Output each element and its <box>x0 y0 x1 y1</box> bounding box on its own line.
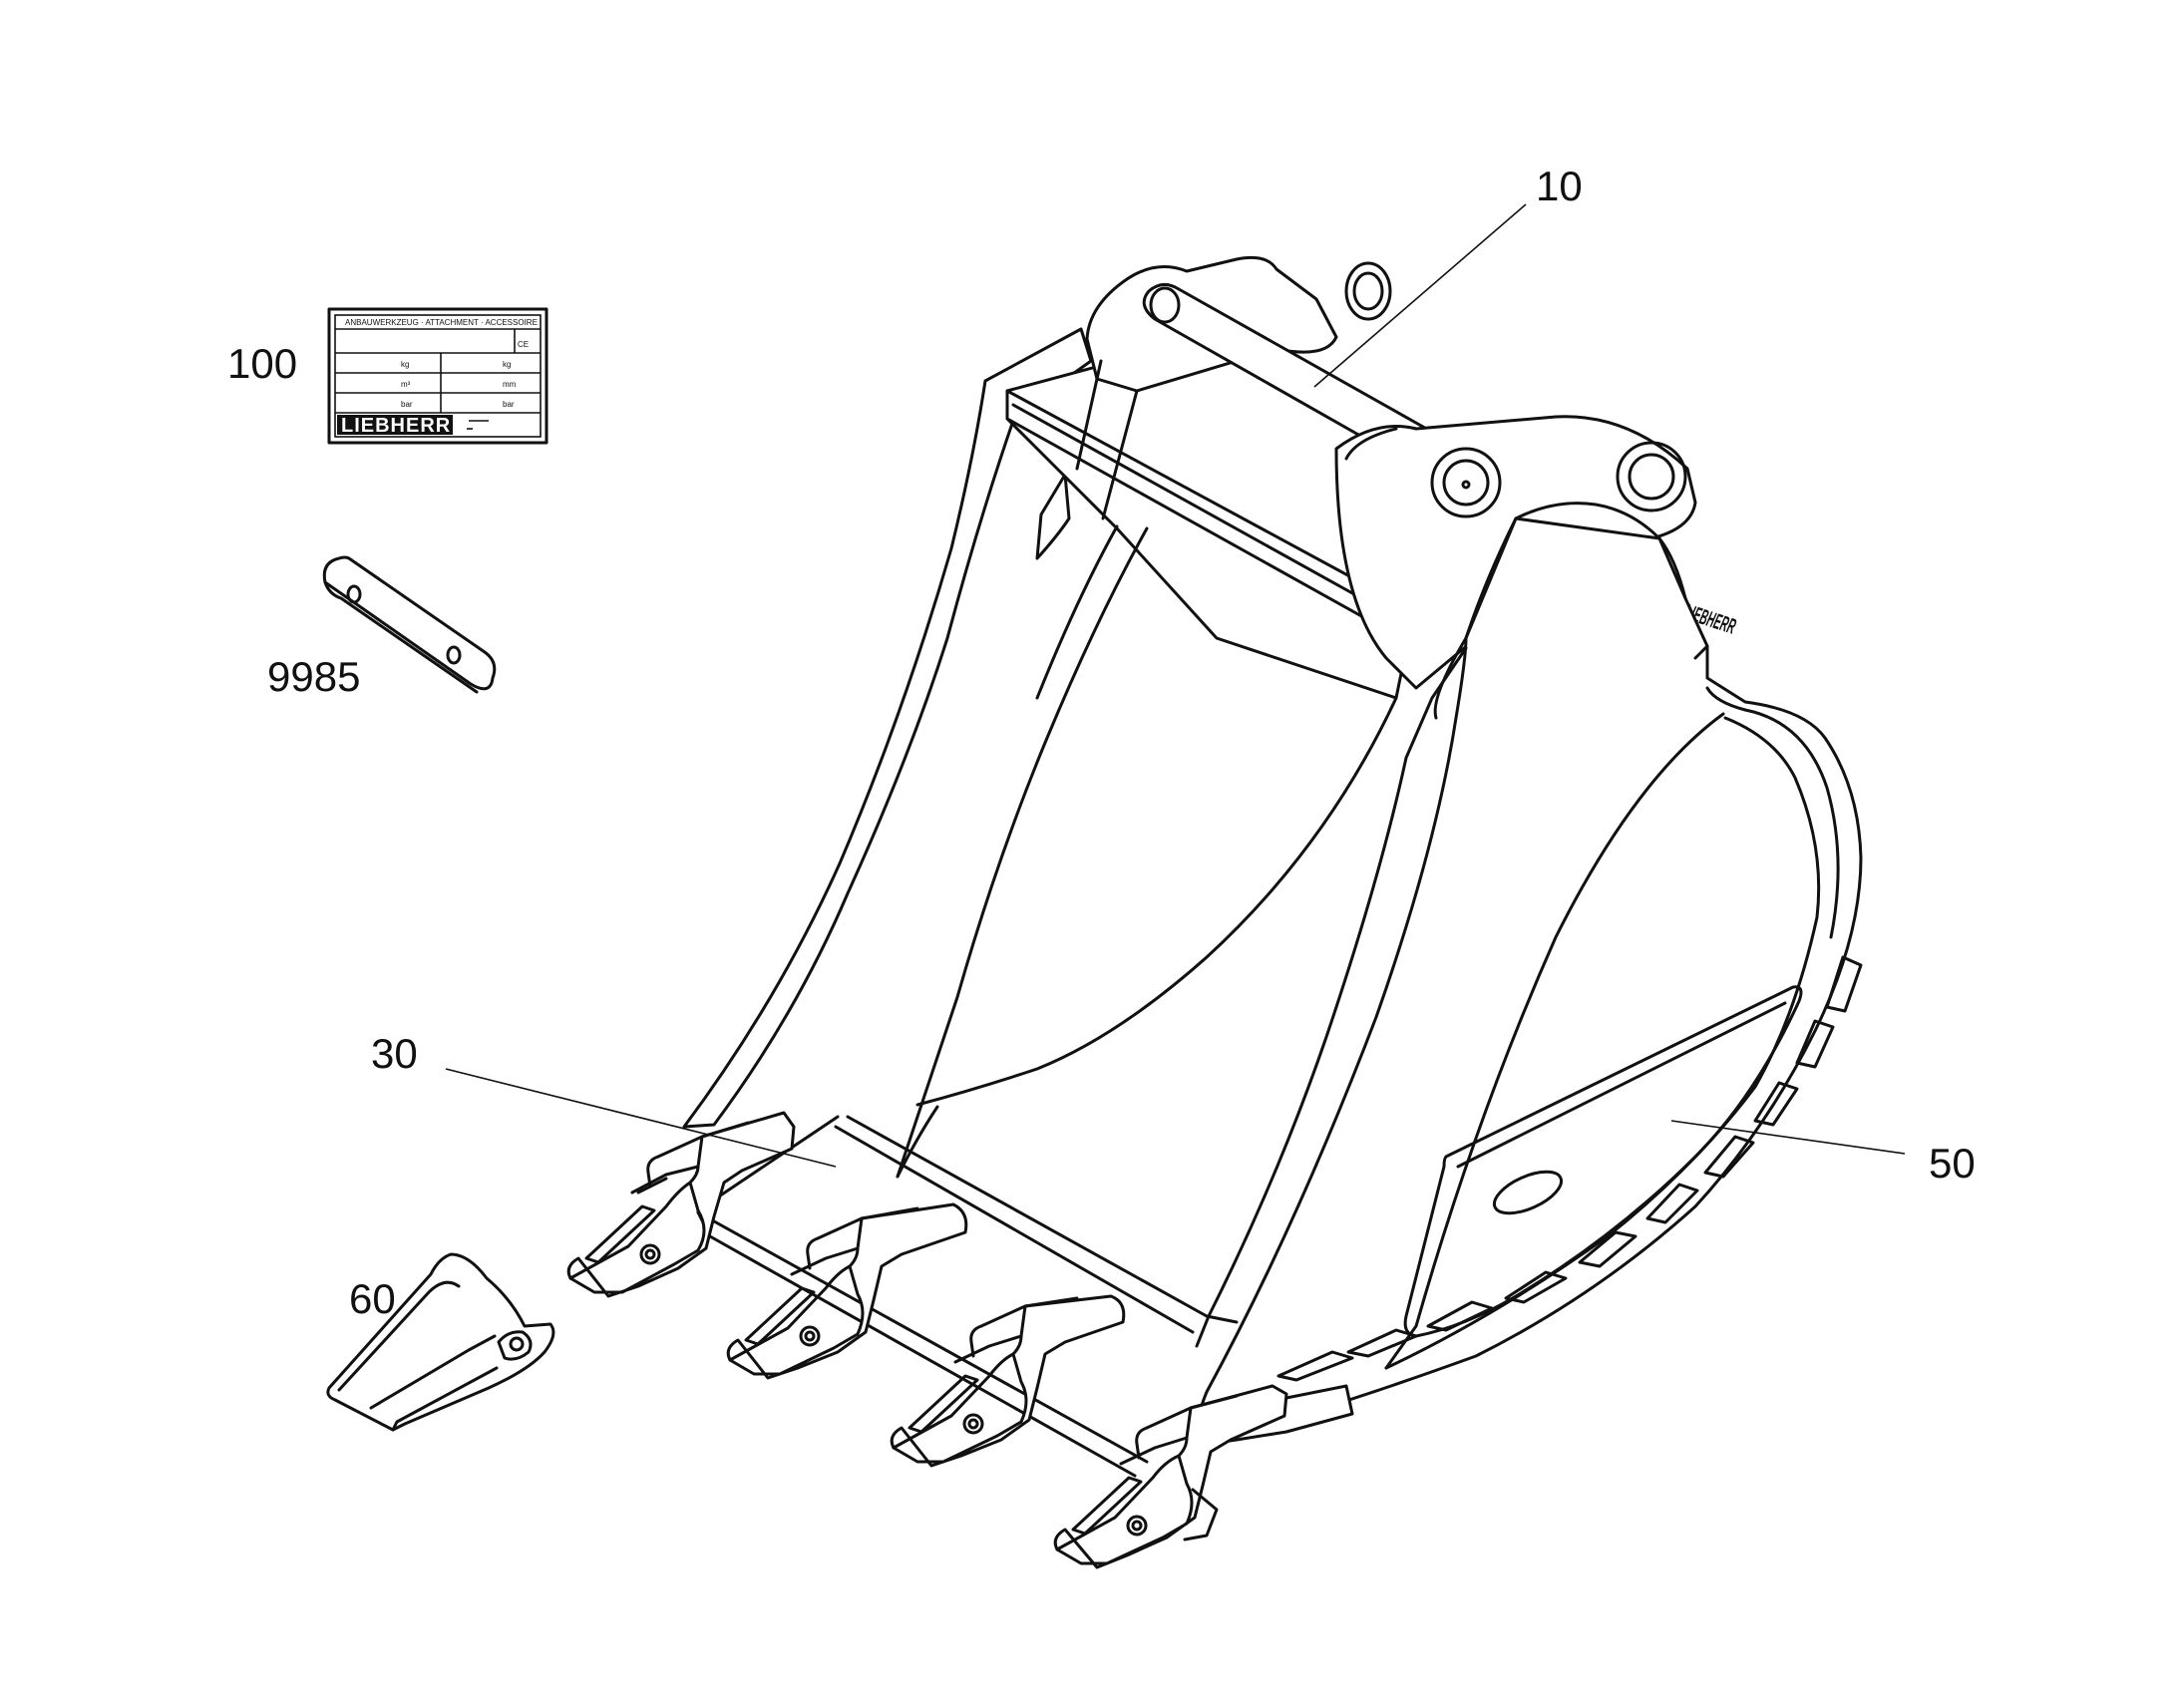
unit-kg-left: kg <box>401 360 409 369</box>
bucket: LIEBHERR <box>566 255 1863 1569</box>
callout-10: 10 <box>1536 163 1583 209</box>
callout-9985: 9985 <box>267 653 361 700</box>
tooth-3 <box>890 1294 1126 1468</box>
callout-100: 100 <box>227 340 298 387</box>
unit-kg-right: kg <box>503 360 511 369</box>
unit-bar-left: bar <box>401 400 413 409</box>
unit-bar-right: bar <box>503 400 515 409</box>
nameplate-header: ANBAUWERKZEUG · ATTACHMENT · ACCESSOIRE <box>345 318 538 327</box>
callout-60: 60 <box>349 1275 396 1322</box>
ce-mark: CE <box>518 340 529 349</box>
callout-30: 30 <box>371 1030 418 1077</box>
leader-10 <box>1313 203 1527 388</box>
leader-30 <box>445 1068 837 1168</box>
nameplate-brand: LIEBHERR <box>341 415 451 437</box>
spare-tooth <box>326 1252 555 1432</box>
callout-50: 50 <box>1929 1140 1976 1187</box>
shim-plate <box>322 555 497 694</box>
tooth-1 <box>566 1111 796 1298</box>
leader-lines <box>445 203 1906 1168</box>
leader-50 <box>1670 1120 1906 1155</box>
unit-volume: m³ <box>401 380 411 389</box>
tooth-4 <box>1053 1384 1288 1569</box>
tooth-2 <box>726 1202 968 1380</box>
nameplate: ANBAUWERKZEUG · ATTACHMENT · ACCESSOIRE … <box>327 307 548 445</box>
unit-mm: mm <box>503 380 517 389</box>
